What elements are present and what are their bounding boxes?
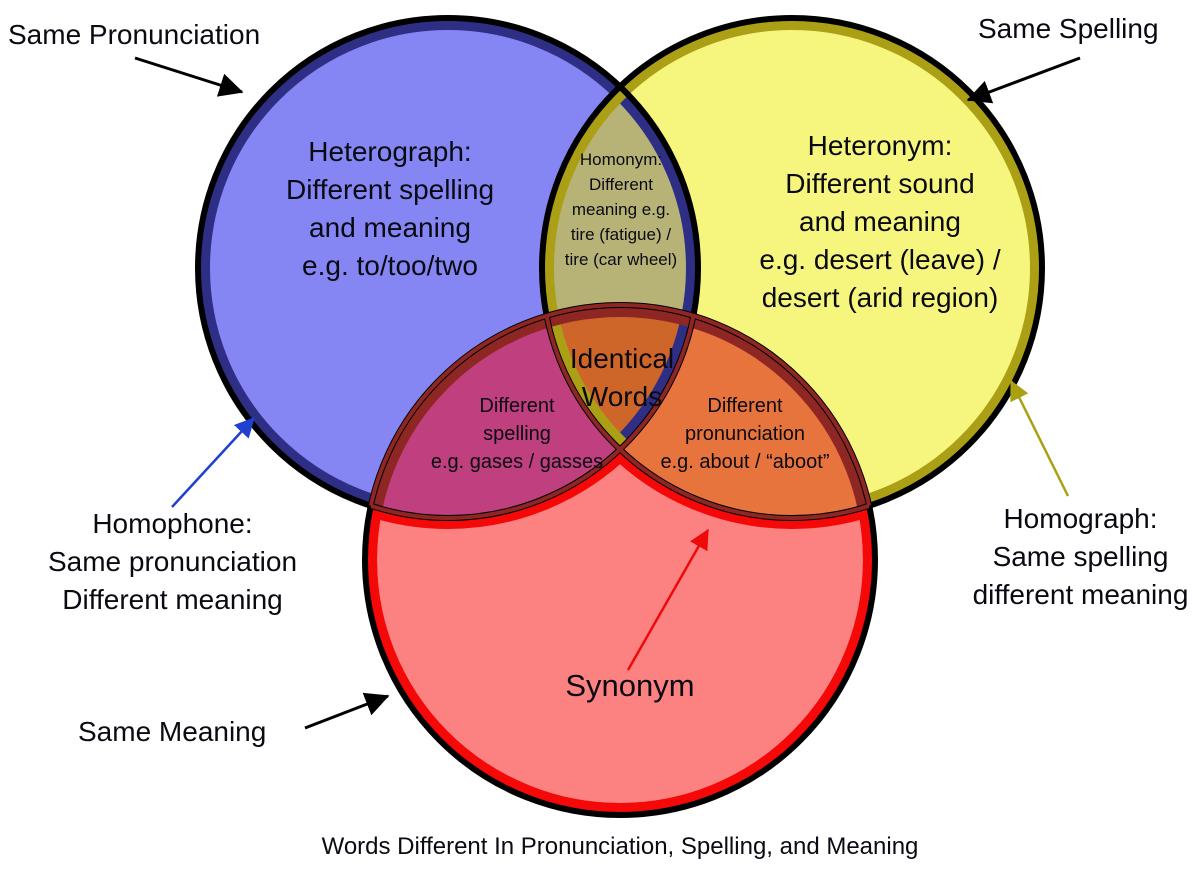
heterograph-line-2: Different spelling bbox=[285, 174, 495, 205]
same-spelling-arrow bbox=[966, 56, 1081, 104]
homophone-line-2: Same pronunciation bbox=[47, 546, 298, 577]
same-meaning-arrow bbox=[304, 692, 390, 730]
heterograph-line-4: e.g. to/too/two bbox=[302, 250, 478, 281]
heterograph-text: Heterograph: Different spelling and mean… bbox=[230, 133, 550, 285]
heterograph-line-3: and meaning bbox=[309, 212, 471, 243]
blue-outline-in-red bbox=[365, 305, 700, 520]
identical-words-text: Identical Words bbox=[532, 340, 712, 416]
heteronym-text: Heteronym: Different sound and meaning e… bbox=[705, 127, 1055, 317]
homonym-text: Homonym: Different meaning e.g. tire (fa… bbox=[526, 147, 716, 272]
same-spelling-label: Same Spelling bbox=[978, 13, 1159, 44]
diagram-caption: Words Different In Pronunciation, Spelli… bbox=[321, 833, 919, 860]
identical-words-line-2: Words bbox=[581, 381, 663, 412]
heteronym-line-5: desert (arid region) bbox=[761, 282, 999, 313]
homograph-line-1: Homograph: bbox=[1003, 503, 1158, 534]
homograph-line-3: different meaning bbox=[972, 579, 1189, 610]
homograph-line-2: Same spelling bbox=[992, 541, 1169, 572]
red-outline-in-blue-yellow bbox=[363, 303, 877, 518]
heterograph-line-1: Heterograph: bbox=[308, 136, 472, 167]
different-pronunciation-line-2: pronunciation bbox=[684, 423, 806, 445]
homophone-line-1: Homophone: bbox=[92, 508, 253, 539]
red-scallop-under-blue bbox=[187, 7, 709, 529]
same-meaning-label: Same Meaning bbox=[78, 716, 267, 747]
heteronym-line-4: e.g. desert (leave) / bbox=[759, 244, 1001, 275]
heteronym-line-3: and meaning bbox=[799, 206, 961, 237]
homograph-label: Homograph: Same spelling different meani… bbox=[913, 500, 1200, 614]
yellow-outline-in-red bbox=[540, 305, 875, 520]
red-ring-bright-segment bbox=[367, 307, 873, 813]
red-scallop-under-yellow bbox=[531, 7, 1053, 529]
different-pronunciation-line-3: e.g. about / “aboot” bbox=[660, 451, 830, 473]
blue-ring-in-lens bbox=[542, 20, 696, 516]
different-spelling-line-1: Different bbox=[479, 395, 555, 417]
heteronym-line-2: Different sound bbox=[785, 168, 975, 199]
same-pronunciation-label: Same Pronunciation bbox=[8, 19, 261, 50]
same-pronunciation-arrow bbox=[134, 56, 244, 97]
different-spelling-line-2: spelling bbox=[483, 423, 551, 445]
homophone-line-3: Different meaning bbox=[62, 584, 283, 615]
different-spelling-text: Different spelling e.g. gases / gasses bbox=[403, 392, 631, 476]
identical-words-line-1: Identical bbox=[569, 343, 675, 374]
homonym-line-1: Homonym: bbox=[579, 150, 663, 169]
homophone-arrow bbox=[171, 417, 255, 508]
different-pronunciation-line-1: Different bbox=[707, 395, 783, 417]
homonym-line-4: tire (fatigue) / bbox=[570, 225, 672, 244]
homograph-arrow bbox=[1009, 379, 1070, 497]
homonym-line-3: meaning e.g. bbox=[571, 200, 671, 219]
yellow-ring-in-lens bbox=[544, 20, 698, 516]
homonym-line-5: tire (car wheel) bbox=[564, 250, 678, 269]
heteronym-line-1: Heteronym: bbox=[807, 130, 953, 161]
homonym-line-2: Different bbox=[589, 175, 653, 194]
synonym-arrow bbox=[626, 528, 710, 671]
homophone-label: Homophone: Same pronunciation Different … bbox=[10, 505, 335, 619]
different-pronunciation-text: Different pronunciation e.g. about / “ab… bbox=[631, 392, 859, 476]
different-spelling-line-3: e.g. gases / gasses bbox=[430, 451, 604, 473]
synonym-label: Synonym bbox=[565, 668, 695, 703]
